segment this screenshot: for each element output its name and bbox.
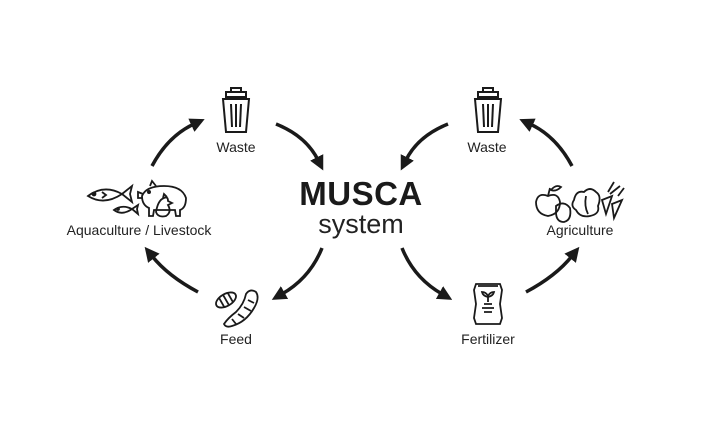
label-aquaculture-livestock: Aquaculture / Livestock	[66, 222, 212, 238]
arrow-waste-to-musca-right	[400, 122, 449, 171]
label-agriculture: Agriculture	[546, 222, 614, 238]
fish-pig-chicken-icon	[86, 179, 187, 218]
arrow-fertilizer-to-agriculture	[525, 246, 580, 294]
fertilizer-bag-icon	[473, 283, 503, 325]
trash-bin-icon	[221, 87, 251, 133]
arrow-feed-to-aquaculture	[144, 246, 199, 294]
label-fertilizer: Fertilizer	[461, 331, 515, 347]
trash-bin-icon	[473, 87, 503, 133]
diagram-subtitle: system	[318, 209, 404, 239]
diagram-title: MUSCA	[299, 175, 423, 212]
arrow-agriculture-to-waste	[519, 118, 574, 167]
label-feed: Feed	[220, 331, 252, 347]
fruits-vegetables-icon	[535, 181, 625, 223]
arrow-musca-to-fertilizer	[400, 247, 453, 300]
label-waste-right: Waste	[467, 139, 507, 155]
arrow-waste-to-musca	[275, 122, 324, 171]
label-waste-left: Waste	[216, 139, 256, 155]
larvae-icon	[215, 289, 259, 328]
arrow-musca-to-feed	[271, 247, 324, 300]
arrow-aquaculture-to-waste	[150, 118, 205, 167]
